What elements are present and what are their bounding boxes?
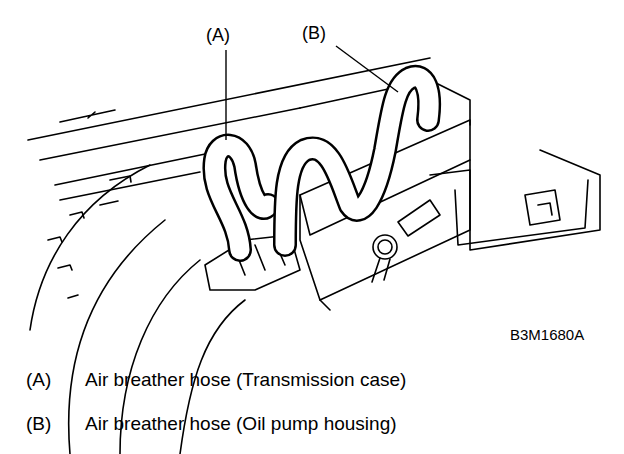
callout-letter: (A)	[206, 25, 230, 46]
legend-text: Air breather hose (Oil pump housing)	[85, 413, 397, 435]
legend-letter: (B)	[26, 413, 51, 435]
legend-text: Air breather hose (Transmission case)	[85, 369, 406, 391]
figure-code: B3M1680A	[510, 326, 584, 343]
leader-line	[225, 50, 226, 140]
leader-line	[336, 46, 398, 92]
legend-letter: (A)	[26, 369, 51, 391]
callout-letter: (B)	[302, 23, 326, 44]
